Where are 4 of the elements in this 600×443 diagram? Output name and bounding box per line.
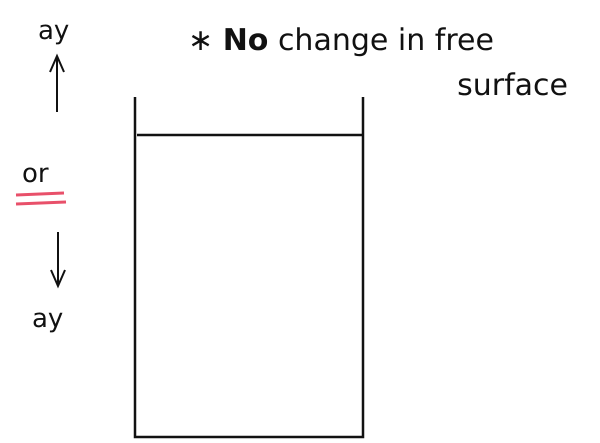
note-text: ∗ No change in free surface [188, 22, 568, 105]
axis-label: ay [38, 15, 70, 48]
or-label: or [22, 158, 49, 191]
axis-label: ay [32, 303, 64, 336]
